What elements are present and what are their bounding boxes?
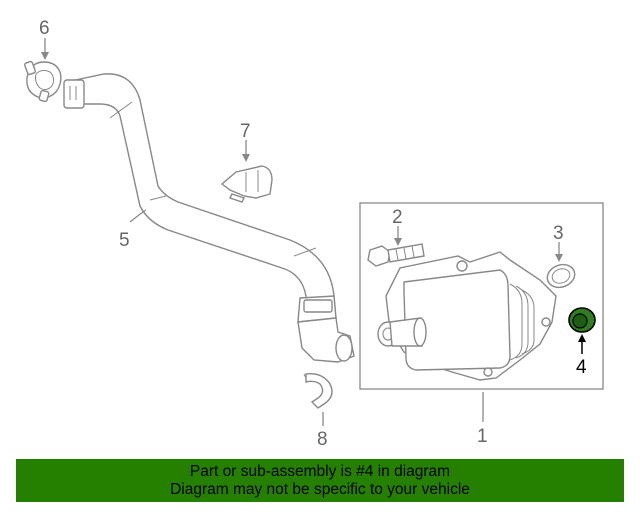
- callout-3: 3: [553, 223, 564, 244]
- banner-line-1: Part or sub-assembly is #4 in diagram: [189, 462, 451, 480]
- callout-7: 7: [240, 121, 251, 142]
- callout-8: 8: [317, 429, 328, 450]
- callout-1: 1: [477, 426, 488, 447]
- part-1-oil-cooler[interactable]: [377, 251, 557, 381]
- part-2-bolt[interactable]: [367, 243, 425, 267]
- part-6-hose-clamp[interactable]: [24, 60, 62, 103]
- part-5-coolant-hose[interactable]: [63, 73, 355, 363]
- part-4-seal-highlighted[interactable]: [568, 307, 596, 333]
- callout-6: 6: [39, 18, 50, 39]
- info-banner: Part or sub-assembly is #4 in diagram Di…: [16, 459, 624, 502]
- oil-cooler-assembly-box[interactable]: [359, 202, 604, 390]
- leader-lines: [41, 38, 586, 426]
- banner-line-2: Diagram may not be specific to your vehi…: [170, 480, 470, 498]
- part-8-clip[interactable]: [303, 373, 333, 409]
- part-7-connector[interactable]: [220, 165, 273, 203]
- callout-4: 4: [576, 357, 587, 378]
- part-3-seal-ring[interactable]: [544, 261, 578, 291]
- callout-2: 2: [392, 207, 403, 228]
- callout-5: 5: [119, 230, 130, 251]
